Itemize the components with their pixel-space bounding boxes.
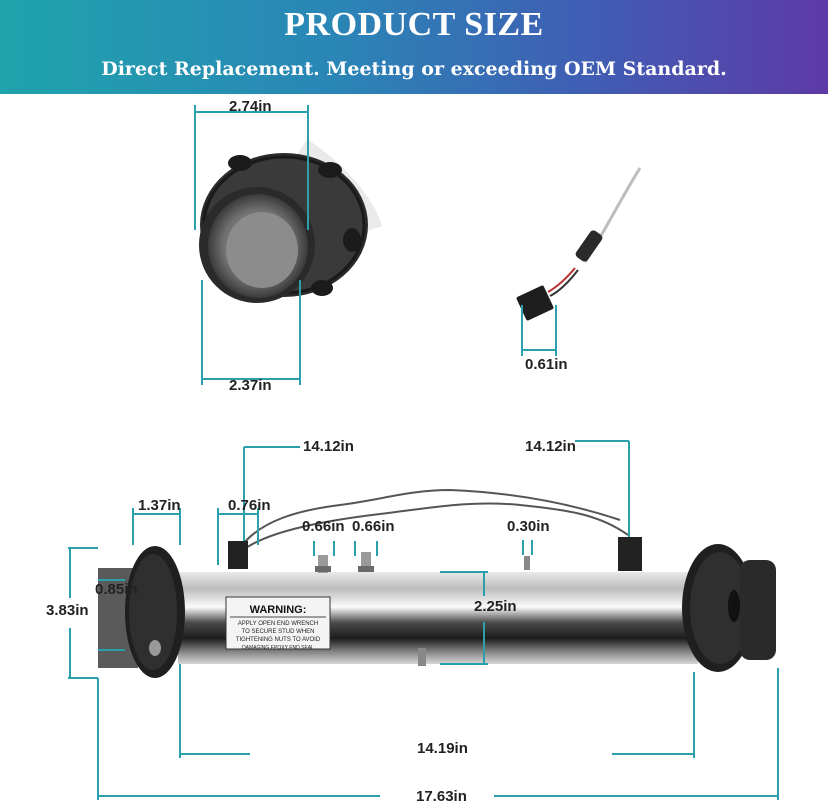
dim-inner-diameter: 0.85in	[95, 581, 138, 598]
dim-sensor-width: 0.30in	[507, 518, 550, 535]
page-title: PRODUCT SIZE	[284, 6, 544, 43]
dim-cord-right: 14.12in	[525, 438, 576, 455]
warning-heading: WARNING:	[250, 604, 307, 616]
product-illustration: WARNING: APPLY OPEN END WRENCH TO SECURE…	[68, 105, 779, 800]
dim-port-width: 0.76in	[228, 497, 271, 514]
dim-cord-left: 14.12in	[303, 438, 354, 455]
header-banner: PRODUCT SIZE Direct Replacement. Meeting…	[0, 0, 828, 94]
dim-nut-width: 1.37in	[138, 497, 181, 514]
page-subtitle: Direct Replacement. Meeting or exceeding…	[101, 58, 727, 80]
dim-tube-diameter: 2.25in	[474, 598, 517, 615]
dim-overall-length: 17.63in	[416, 788, 467, 805]
union-fitting	[199, 139, 383, 303]
dim-tube-length: 14.19in	[417, 740, 468, 757]
heater-tube: WARNING: APPLY OPEN END WRENCH TO SECURE…	[178, 537, 698, 666]
left-union	[98, 546, 185, 678]
dim-plug-width: 0.61in	[525, 356, 568, 373]
dim-outer-diameter: 3.83in	[46, 602, 89, 619]
dim-union-outer: 2.74in	[229, 98, 272, 115]
dim-terminal-2: 0.66in	[352, 518, 395, 535]
dim-union-inner: 2.37in	[229, 377, 272, 394]
cord-plug	[516, 167, 642, 321]
warning-line-1: APPLY OPEN END WRENCH	[238, 621, 318, 627]
heater-cords	[239, 488, 629, 551]
warning-line-4: DAMAGING EPOXY END SEAL	[242, 645, 314, 651]
right-union	[682, 544, 776, 672]
dimension-lines	[68, 105, 779, 800]
warning-line-3: TIGHTENING NUTS TO AVOID	[236, 637, 321, 643]
dim-terminal-1: 0.66in	[302, 518, 345, 535]
warning-line-2: TO SECURE STUD WHEN	[242, 629, 315, 635]
